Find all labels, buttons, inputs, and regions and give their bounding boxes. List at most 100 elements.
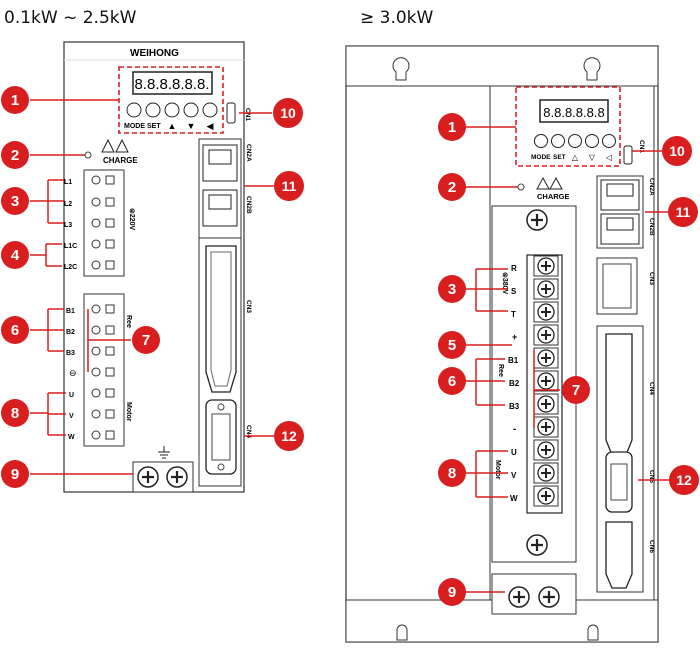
right-panel-screw-top (525, 208, 549, 232)
callout-badges: 1 2 3 4 6 7 8 9 10 11 12 1 2 3 5 6 7 8 9… (1, 86, 699, 606)
left-mode-label: MODE (124, 123, 145, 130)
right-cn6-label: CN6 (648, 540, 655, 553)
left-title: 0.1kW ~ 2.5kW (4, 8, 137, 28)
svg-text:2: 2 (448, 179, 456, 196)
callout-3-right: 3 (438, 275, 466, 303)
callout-1-right: 1 (438, 113, 466, 141)
svg-text:6: 6 (11, 322, 19, 339)
callout-4-left: 4 (1, 241, 29, 269)
right-mode-label: MODE (531, 154, 551, 161)
left-set-label: SET (147, 123, 161, 130)
callout-9-left: 9 (1, 460, 29, 488)
svg-text:4: 4 (11, 247, 20, 264)
left-l1c-label: L1C (64, 243, 77, 250)
right-cn1-port (623, 145, 633, 165)
svg-text:8: 8 (11, 405, 19, 422)
left-cn2a-label: CN2A (245, 144, 252, 162)
callout-11-right: 11 (668, 197, 698, 227)
callout-5-right: 5 (438, 331, 466, 359)
right-cn2b-label: CN2B (648, 218, 655, 236)
callout-12-right: 12 (669, 465, 699, 495)
right-cn4-label: CN4 (648, 382, 655, 395)
callout-7-right: 7 (562, 376, 590, 404)
left-warning-icon (101, 138, 115, 153)
svg-text:7: 7 (142, 332, 150, 349)
right-display-digits: 8.8.8.8.8.8 (543, 105, 604, 120)
left-ground-screw-1 (136, 465, 160, 489)
left-v-label: V (69, 413, 74, 420)
right-drive: 8.8.8.8.8.8 MODE SET △ ▽ ◁ CN1 CHARGE (345, 45, 659, 643)
left-ree-label: Ree (125, 315, 132, 328)
left-u-label: U (69, 392, 74, 399)
callout-3-left: 3 (1, 187, 29, 215)
left-l2c-label: L2C (64, 264, 77, 271)
right-cn3-label: CN3 (648, 272, 655, 285)
callout-1-left: 1 (1, 86, 29, 114)
left-motor-terminal-block (83, 293, 125, 447)
callout-2-right: 2 (438, 173, 466, 201)
right-ree-label: Ree (497, 364, 504, 377)
left-cn1-label: CN1 (244, 108, 251, 121)
left-minus-label: ⊖ (69, 368, 77, 378)
right-w-label: W (510, 494, 518, 503)
right-set-label: SET (553, 154, 566, 161)
left-220v-label: ⊜220V (128, 208, 135, 231)
right-charge-led (517, 183, 525, 191)
callout-9-right: 9 (438, 578, 466, 606)
callout-8-right: 8 (438, 459, 466, 487)
right-hot-icon (549, 176, 563, 190)
left-b3-label: B3 (66, 350, 75, 357)
left-hot-icon (115, 138, 129, 153)
svg-text:5: 5 (448, 337, 456, 354)
left-motor-label: Motor (125, 402, 132, 422)
right-ground-screw-1 (507, 585, 531, 609)
left-l3-label: L3 (64, 222, 72, 229)
svg-text:7: 7 (572, 382, 580, 399)
right-ground-bar (491, 573, 577, 615)
right-panel-screw-bottom (525, 533, 549, 557)
left-ground-icon (158, 446, 170, 459)
right-minus-label: - (513, 424, 516, 435)
right-cn2a-label: CN2A (648, 178, 655, 196)
left-charge-label: CHARGE (103, 156, 138, 165)
right-plus-label: + (512, 332, 517, 342)
left-cn3-port (205, 245, 237, 393)
svg-text:11: 11 (282, 178, 297, 194)
right-panel-highlight (515, 86, 621, 167)
svg-text:10: 10 (669, 143, 685, 159)
right-cn5-label: CN5 (648, 470, 655, 483)
right-mount-hole-tl (392, 57, 410, 81)
callout-2-left: 2 (1, 141, 29, 169)
left-led-display (132, 71, 213, 95)
right-cn1-label: CN1 (638, 140, 645, 153)
left-charge-led (84, 151, 92, 159)
left-left-arrow: ◀ (207, 121, 214, 131)
left-drive: WEIHONG 8.8.8.8.8.8. MODE SET ▲ ▼ ◀ CN1 … (63, 41, 252, 493)
left-ground-screw-2 (165, 465, 189, 489)
svg-text:6: 6 (448, 373, 456, 390)
right-led-display (539, 99, 609, 123)
right-b1-label: B1 (508, 356, 519, 365)
right-cn6-port (605, 521, 633, 589)
right-down-arrow: ▽ (589, 153, 596, 162)
left-l1-label: L1 (64, 179, 72, 186)
left-panel-buttons (126, 102, 218, 118)
callout-10-left: 10 (273, 98, 303, 128)
svg-text:9: 9 (11, 466, 19, 483)
svg-text:12: 12 (676, 472, 692, 488)
callout-6-right: 6 (438, 367, 466, 395)
right-380v-label: ⊜380V (501, 272, 508, 295)
left-cn3-label: CN3 (245, 300, 252, 313)
left-cn1-port (226, 102, 236, 124)
left-w-label: W (68, 434, 75, 441)
svg-text:2: 2 (11, 147, 19, 164)
left-display-digits: 8.8.8.8.8.8. (134, 76, 209, 93)
svg-text:11: 11 (676, 204, 691, 220)
svg-text:1: 1 (448, 119, 456, 136)
callout-11-left: 11 (274, 171, 304, 201)
right-left-arrow: ◁ (606, 153, 613, 162)
right-charge-label: CHARGE (537, 192, 570, 201)
left-down-arrow: ▼ (187, 121, 196, 131)
callout-7-left: 7 (132, 326, 160, 354)
